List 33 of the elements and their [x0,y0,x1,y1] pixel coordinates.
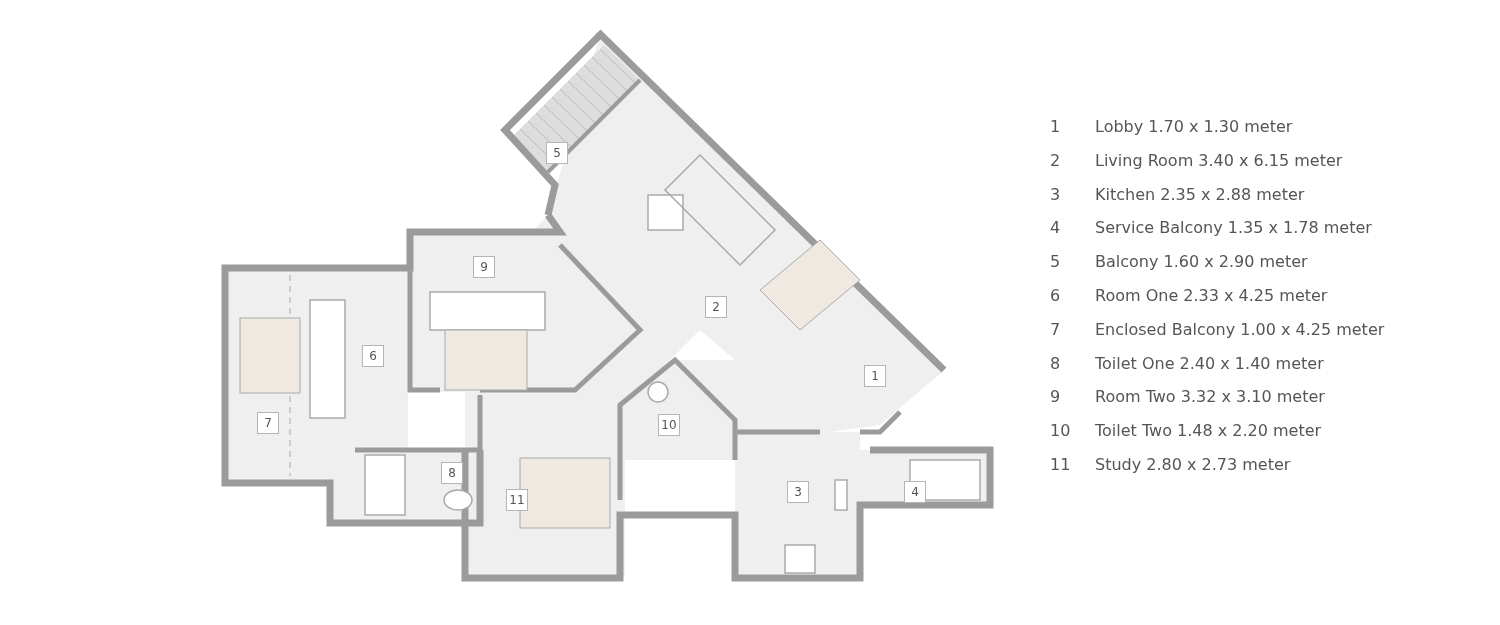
callout-number: 4 [904,481,926,503]
room-number: 4 [1049,217,1062,240]
callout-number: 11 [506,489,528,511]
room-number: 1 [1049,116,1062,138]
room-dimension-text: Toilet Two 1.48 x 2.20 meter [1095,420,1323,443]
room-number: 6 [1049,285,1062,307]
room-number: 3 [1049,183,1062,206]
room-dimension-text: Lobby 1.70 x 1.30 meter [1095,116,1294,138]
callout-number: 3 [787,481,809,503]
room-dimension-text: Enclosed Balcony 1.00 x 4.25 meter [1095,318,1385,341]
callout-number: 1 [864,365,886,387]
room-number: 11 [1049,453,1072,476]
room-dimension-text: Living Room 3.40 x 6.15 meter [1095,149,1344,172]
room-dimension-text: Room Two 3.32 x 3.10 meter [1095,386,1326,409]
callout-number: 2 [705,296,727,318]
room-number: 10 [1049,420,1072,443]
room-number: 9 [1049,386,1062,409]
room-dimension-text: Study 2.80 x 2.73 meter [1095,453,1292,476]
room-number: 5 [1049,251,1062,274]
room-number: 7 [1049,318,1062,341]
callout-number: 6 [362,345,384,367]
callout-number: 5 [546,142,568,164]
room-dimension-text: Service Balcony 1.35 x 1.78 meter [1095,217,1373,240]
callout-number: 8 [441,462,463,484]
callout-number: 7 [257,412,279,434]
room-dimension-text: Kitchen 2.35 x 2.88 meter [1095,183,1306,206]
room-dimension-text: Balcony 1.60 x 2.90 meter [1095,251,1309,274]
room-dimension-text: Room One 2.33 x 4.25 meter [1095,285,1329,307]
callout-number: 10 [658,414,680,436]
room-number: 2 [1049,149,1062,172]
room-number: 8 [1049,352,1062,375]
callout-number: 9 [473,256,495,278]
room-dimension-text: Toilet One 2.40 x 1.40 meter [1095,352,1325,375]
